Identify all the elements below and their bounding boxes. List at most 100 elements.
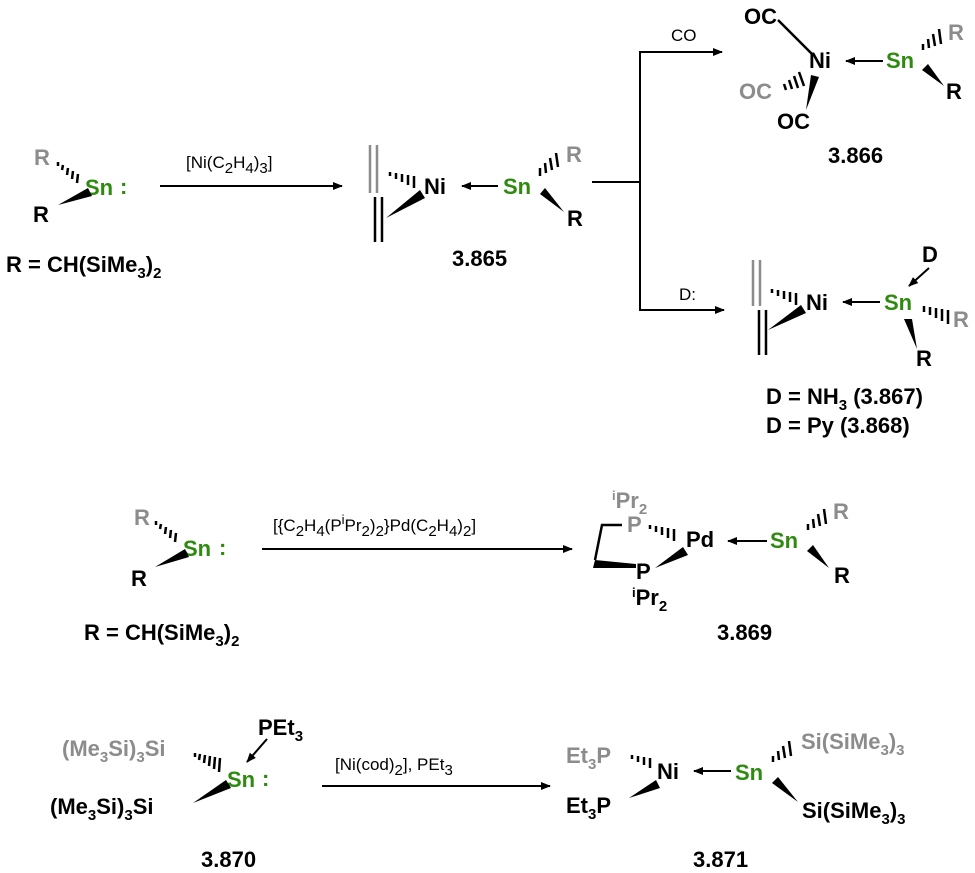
scheme-1: R Sn : R R = CH(SiMe3)2 [Ni(C2H4)3] [6, 4, 969, 438]
hashed-bond [56, 162, 80, 184]
tin-atom: Sn [735, 760, 763, 785]
compound-3869: iPr2 P P iPr2 Pd Sn R R 3.869 [593, 488, 850, 645]
phosphine-ligand: PEt3 [258, 715, 303, 745]
r-group-black: R [946, 79, 962, 104]
r-group-lower: R [33, 202, 49, 227]
phosphine-black: Et3P [566, 793, 611, 823]
hypersilyl-gray: Si(SiMe3)3 [801, 729, 904, 759]
hashed-bond [770, 289, 798, 305]
tin-atom: Sn [503, 174, 531, 199]
wedge-bond [58, 188, 92, 205]
lone-pair: : [262, 766, 269, 791]
donor-atom: D [922, 242, 938, 267]
hashed-bond [538, 152, 560, 176]
dative-bond-donor [908, 267, 930, 287]
wedge-bond [806, 75, 819, 110]
reagent-fragment: 4 [449, 523, 457, 540]
hashed-bond [193, 753, 222, 773]
scheme-2: R Sn : R R = CH(SiMe3)2 [{C2H4(PiPr2)2}P… [84, 488, 850, 650]
wedge-bridge [593, 560, 636, 568]
wedge-bond [540, 188, 564, 212]
ethylene-upper [368, 145, 379, 193]
tin-atom: Sn [884, 290, 912, 315]
wedge-bond [807, 545, 829, 568]
stannylene-reactant-2: R Sn : R R = CH(SiMe3)2 [84, 505, 239, 650]
hashed-bond [771, 740, 793, 762]
hashed-bond [630, 755, 652, 768]
reagent-fragment: Pr [345, 516, 362, 535]
reagent-fragment: ) [457, 516, 463, 535]
nickel-atom: Ni [809, 48, 831, 73]
wedge-bond [155, 549, 189, 567]
isopropyl-lower: iPr2 [632, 585, 667, 615]
phosphorus-lower: P [636, 559, 651, 584]
reagent-fragment: 4 [316, 523, 324, 540]
compound-3866: OC Ni OC OC Sn R R 3.866 [739, 4, 964, 168]
carbonyl-gray: OC [739, 79, 772, 104]
palladium-atom: Pd [686, 527, 714, 552]
donor-definition-py: D = Py (3.868) [766, 413, 910, 438]
reagent-co: CO [671, 26, 697, 45]
reagent-fragment: ) [370, 516, 376, 535]
reagent-donor: D: [679, 285, 696, 304]
wedge-bond [655, 547, 688, 568]
carbonyl-lower: OC [777, 109, 810, 134]
isopropyl-upper: iPr2 [612, 488, 647, 518]
reagent-fragment: [{C [273, 516, 296, 535]
r-group-upper: R [34, 145, 50, 170]
wedge-bond [768, 305, 806, 330]
wedge-bond [193, 780, 231, 803]
ethylene-lower [373, 197, 384, 242]
reagent-ni-ethylene: [Ni(C2H4)3] [186, 153, 272, 177]
reagent-fragment: 2 [463, 523, 471, 540]
r-group-gray: R [953, 307, 969, 332]
silyl-gray: (Me3Si)3Si [62, 736, 166, 766]
compound-3871: Et3P Ni Et3P Sn Si(SiMe3)3 Si(SiMe3)3 3.… [566, 729, 905, 872]
reaction-arrow-1: [Ni(C2H4)3] [160, 153, 343, 190]
r-group-upper: R [134, 505, 150, 530]
compound-3870: PEt3 (Me3Si)3Si Sn : (Me3Si)3Si 3.870 [50, 715, 303, 872]
hypersilyl-black: Si(SiMe3)3 [802, 798, 905, 828]
r-group-black: R [916, 346, 932, 371]
tin-atom: Sn [770, 528, 798, 553]
reagent-fragment: 2 [428, 523, 436, 540]
compound-label: 3.866 [828, 143, 883, 168]
wedge-bond [386, 190, 425, 218]
reagent-fragment: }Pd(C [384, 516, 428, 535]
reagent-fragment: H [304, 516, 316, 535]
reagent-fragment: 2 [376, 523, 384, 540]
hashed-bond [806, 508, 828, 530]
r-group-black: R [834, 563, 850, 588]
compound-label: 3.865 [452, 246, 507, 271]
r-group-lower: R [567, 206, 583, 231]
donor-definition-nh3: D = NH3 (3.867) [766, 384, 923, 414]
scheme-3: PEt3 (Me3Si)3Si Sn : (Me3Si)3Si 3.870 [N… [50, 715, 905, 872]
tin-atom: Sn [886, 48, 914, 73]
ethylene-bridge [593, 523, 622, 561]
reagent-pd-complex: [{C2H4(PiPr2)2}Pd(C2H4)2] [273, 512, 476, 540]
compound-label: 3.869 [717, 620, 772, 645]
wedge-bond [629, 780, 660, 798]
compound-label: 3.870 [201, 847, 256, 872]
ethylene-lower [757, 310, 768, 355]
wedge-bond [922, 64, 944, 86]
wedge-bond [772, 777, 798, 802]
ethylene-upper [751, 260, 762, 306]
hashed-bond [921, 28, 943, 50]
stannylene-reactant-1: R Sn : R R = CH(SiMe3)2 [6, 145, 161, 282]
reaction-arrow-2: [{C2H4(PiPr2)2}Pd(C2H4)2] [262, 512, 573, 553]
bond [777, 19, 813, 55]
r-definition: R = CH(SiMe3)2 [84, 620, 239, 650]
reagent-fragment: 2 [296, 523, 304, 540]
hashed-bond [922, 306, 950, 324]
hashed-bond [154, 521, 178, 543]
lone-pair: : [120, 174, 127, 199]
r-definition: R = CH(SiMe3)2 [6, 252, 161, 282]
hashed-bond [782, 71, 806, 91]
hashed-bond [648, 525, 676, 541]
compound-3867-3868: Ni Sn D R R D = NH3 (3.867) D = Py (3.86… [751, 242, 969, 438]
r-group-gray: R [833, 499, 849, 524]
reagent-fragment: 2 [362, 523, 370, 540]
compound-3865: Ni Sn R R 3.865 [368, 142, 583, 271]
